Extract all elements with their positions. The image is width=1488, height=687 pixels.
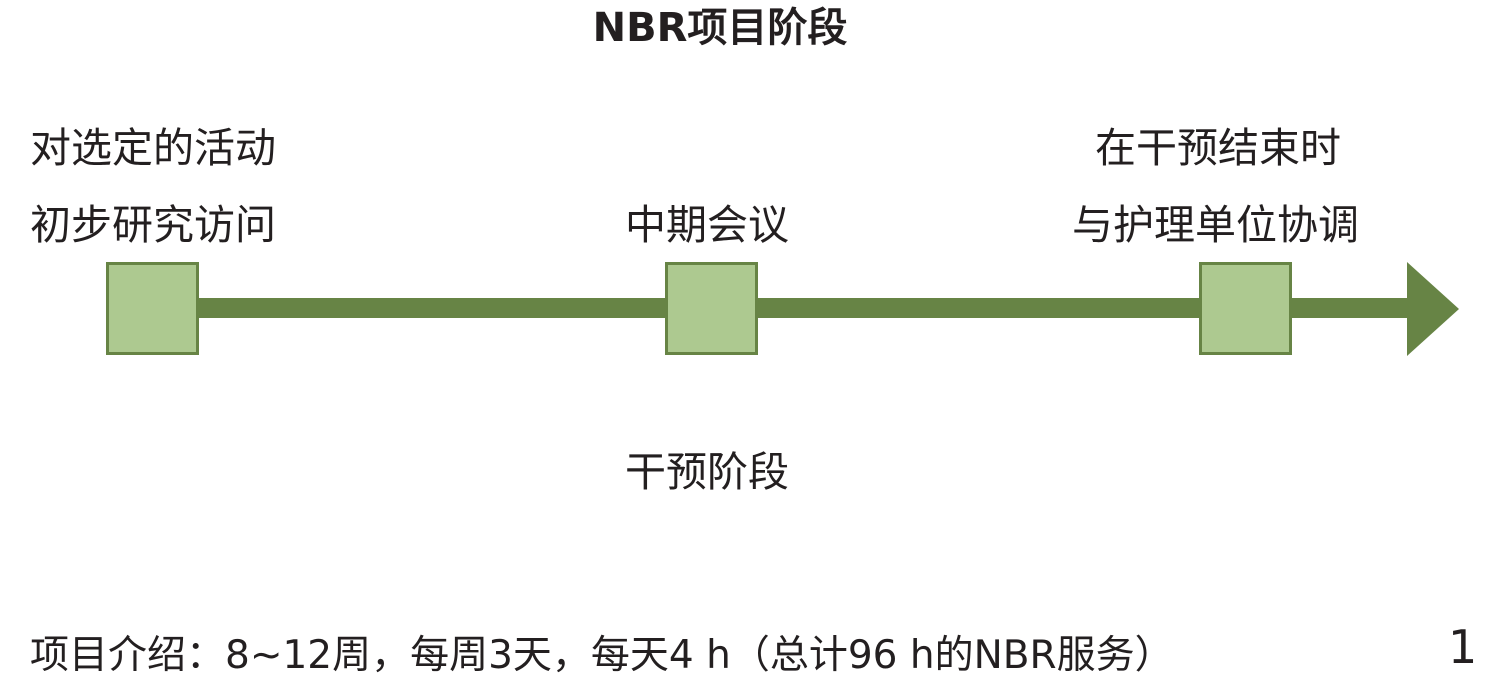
milestone-2-label: 中期会议 [625, 201, 789, 249]
milestone-3-label-line-2: 与护理单位协调 [1072, 201, 1359, 249]
milestone-3-box [1199, 262, 1292, 355]
phase-label: 干预阶段 [625, 448, 789, 496]
milestone-1-box [106, 262, 199, 355]
footer-note: 项目介绍：8~12周，每周3天，每天4 h（总计96 h的NBR服务） [30, 633, 1174, 678]
timeline-arrowhead [1407, 262, 1459, 356]
milestone-1-label-line-2: 初步研究访问 [30, 201, 276, 249]
diagram-title: NBR项目阶段 [592, 5, 848, 51]
milestone-1-label-line-1: 对选定的活动 [30, 124, 276, 172]
milestone-2-box [665, 262, 758, 355]
page-number: 1 [1448, 620, 1478, 674]
milestone-3-label-line-1: 在干预结束时 [1095, 124, 1341, 172]
timeline-line [195, 298, 1410, 318]
